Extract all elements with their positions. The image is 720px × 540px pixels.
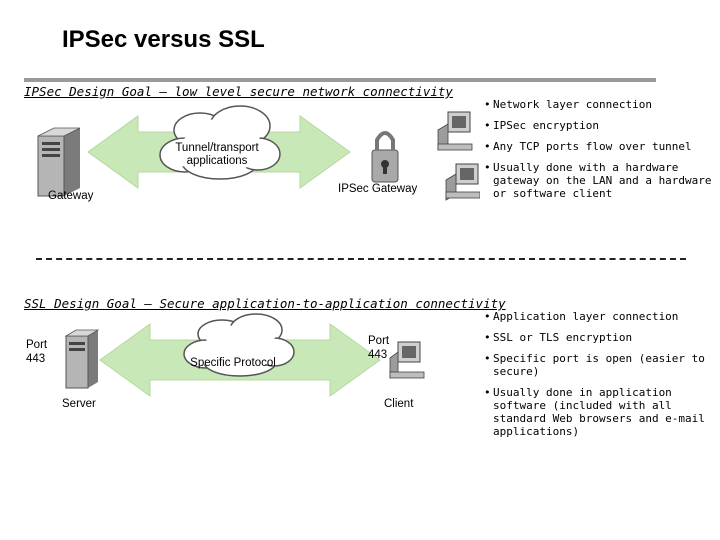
ssl-bullet-list: Application layer connection SSL or TLS … xyxy=(484,310,716,438)
desktop-computer-icon xyxy=(389,341,425,379)
server-label: Server xyxy=(62,398,96,410)
ssl-bullet: Usually done in application software (in… xyxy=(484,386,716,438)
ssl-design-goal: SSL Design Goal – Secure application-to-… xyxy=(24,296,506,311)
ipsec-design-goal: IPSec Design Goal – low level secure net… xyxy=(24,84,453,99)
desktop-computer-icon xyxy=(437,111,473,151)
ipsec-bullet-list: Network layer connection IPSec encryptio… xyxy=(484,98,714,200)
ipsec-gateway-label: IPSec Gateway xyxy=(338,183,418,195)
desktop-computer-icon xyxy=(445,163,480,201)
ipsec-cloud-label: Tunnel/transport applications xyxy=(175,142,259,167)
client-port-label: Port 443 xyxy=(368,335,390,361)
ssl-bullet: Specific port is open (easier to secure) xyxy=(484,352,716,378)
ssl-diagram xyxy=(64,313,425,397)
ipsec-bullet: Usually done with a hardware gateway on … xyxy=(484,161,714,200)
section-divider xyxy=(36,258,686,260)
gateway-label: Gateway xyxy=(48,190,94,202)
ssl-bullet: SSL or TLS encryption xyxy=(484,331,716,344)
server-port-label: Port 443 xyxy=(26,339,48,365)
ssl-cloud-label: Specific Protocol xyxy=(190,357,276,369)
ipsec-diagram xyxy=(37,105,480,201)
ipsec-bullet: IPSec encryption xyxy=(484,119,714,132)
title-rule xyxy=(24,78,656,82)
server-tower-icon xyxy=(37,127,81,197)
client-label: Client xyxy=(384,398,414,410)
lock-icon xyxy=(371,131,399,183)
ssl-bullet: Application layer connection xyxy=(484,310,716,323)
server-tower-icon xyxy=(64,329,100,389)
ipsec-bullet: Any TCP ports flow over tunnel xyxy=(484,140,714,153)
page-title: IPSec versus SSL xyxy=(62,26,265,53)
ipsec-bullet: Network layer connection xyxy=(484,98,714,111)
